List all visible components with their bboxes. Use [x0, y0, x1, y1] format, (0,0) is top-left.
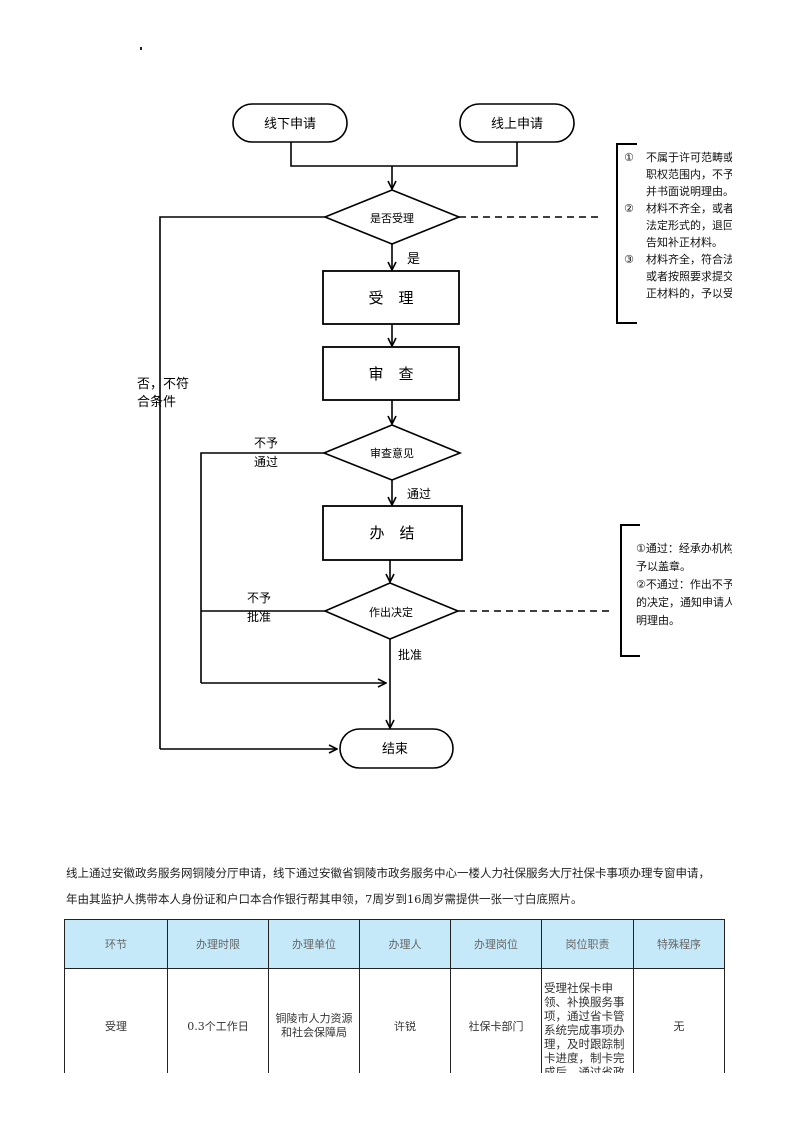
label-not-approve-line1: 不予	[247, 591, 271, 605]
cell-unit: 铜陵市人力资源和社会保障局	[268, 968, 360, 1073]
reject-connector	[159, 216, 337, 749]
table-header-row: 环节 办理时限 办理单位 办理人 办理岗位 岗位职责 特殊程序	[64, 919, 725, 969]
cell-text: 无	[673, 1020, 685, 1033]
note-line: 职权范围内，不予	[646, 168, 732, 181]
flowchart: 线下申请 线上申请 是否受理 是 受 理 审 查	[137, 103, 640, 769]
cell-post: 社保卡部门	[450, 968, 542, 1073]
label-not-pass-line1: 不予	[254, 436, 278, 450]
start-offline-label: 线下申请	[264, 117, 316, 132]
label-not-pass-line2: 通过	[254, 455, 278, 469]
intro-line: 年由其监护人携带本人身份证和户口本合作银行帮其申领，7周岁到16周岁需提供一张一…	[66, 892, 583, 906]
header-time-limit: 办理时限	[167, 919, 269, 969]
note-line: ①通过：经承办机构	[636, 542, 732, 555]
header-handler: 办理人	[359, 919, 451, 969]
intro-line: 线上通过安徽政务服务网铜陵分厅申请，线下通过安徽省铜陵市政务服务中心一楼人力社保…	[66, 866, 710, 880]
note-line: 予以盖章。	[636, 560, 691, 573]
note-line: 明理由。	[636, 614, 680, 627]
cell-special: 无	[633, 968, 725, 1073]
label-yes: 是	[407, 252, 420, 267]
step-handle-box: 办 结	[322, 505, 463, 561]
table-row: 受理 0.3个工作日 铜陵市人力资源和社会保障局 许锐 社保卡部门 受理社保卡申…	[64, 968, 725, 1073]
cell-text: 许锐	[394, 1020, 416, 1033]
note-accept-item: ③ 材料齐全，符合法 或者按照要求提交 正材料的，予以受	[624, 251, 732, 302]
cell-text: 0.3个工作日	[187, 1020, 249, 1033]
procedure-table: 环节 办理时限 办理单位 办理人 办理岗位 岗位职责 特殊程序 受理 0.3个工…	[64, 919, 725, 1073]
cell-text: 社保卡部门	[468, 1020, 524, 1033]
note-number: ③	[624, 253, 634, 266]
note-accept: ① 不属于许可范畴或 职权范围内，不予 并书面说明理由。 ② 材料不齐全，或者 …	[624, 149, 732, 302]
note-line: 材料不齐全，或者	[646, 202, 732, 215]
intro-paragraph: 线上通过安徽政务服务网铜陵分厅申请，线下通过安徽省铜陵市政务服务中心一楼人力社保…	[66, 860, 793, 912]
decision-review-diamond: 审查意见	[321, 424, 463, 481]
note-line: 材料齐全，符合法	[646, 253, 732, 266]
step-accept-label: 受 理	[368, 289, 413, 307]
note-number: ①	[624, 151, 634, 164]
label-not-approve-line2: 批准	[247, 609, 271, 624]
note-decision-bracket	[620, 524, 640, 657]
decision-accept-diamond: 是否受理	[322, 189, 462, 245]
end-terminal: 结束	[339, 728, 454, 769]
stray-mark	[140, 47, 142, 50]
label-pass: 通过	[407, 487, 431, 501]
note-decision: ①通过：经承办机构 予以盖章。 ②不通过：作出不予 的决定，通知申请人 明理由。	[636, 540, 732, 630]
cell-duty: 受理社保卡申领、补换服务事项，通过省卡管系统完成事项办理，及时跟踪制卡进度，制卡…	[541, 968, 634, 1073]
decision-accept-label: 是否受理	[370, 212, 414, 225]
note-accept-item: ① 不属于许可范畴或 职权范围内，不予 并书面说明理由。	[624, 149, 732, 200]
step-review-label: 审 查	[368, 365, 413, 383]
procedure-table-wrapper: 环节 办理时限 办理单位 办理人 办理岗位 岗位职责 特殊程序 受理 0.3个工…	[64, 919, 726, 1073]
end-label: 结束	[382, 742, 408, 757]
cell-stage: 受理	[64, 968, 168, 1073]
header-unit: 办理单位	[268, 919, 360, 969]
cell-handler: 许锐	[359, 968, 451, 1073]
decision-final-diamond: 作出决定	[322, 582, 461, 640]
header-stage: 环节	[64, 919, 168, 969]
start-offline-terminal: 线下申请	[232, 103, 348, 143]
label-approve: 批准	[398, 647, 422, 662]
decision-review-label: 审查意见	[370, 446, 414, 460]
step-review-box: 审 查	[322, 346, 460, 401]
cell-text: 铜陵市人力资源和社会保障局	[275, 1012, 353, 1039]
header-special: 特殊程序	[633, 919, 725, 969]
header-duty: 岗位职责	[541, 919, 634, 969]
decision-final-label: 作出决定	[369, 605, 413, 619]
note-line: 告知补正材料。	[646, 236, 723, 249]
note-line: 法定形式的，退回	[646, 219, 732, 232]
note-line: 或者按照要求提交	[646, 270, 732, 283]
not-pass-connector	[200, 452, 386, 683]
start-online-label: 线上申请	[491, 117, 543, 132]
merge-connector	[290, 142, 518, 189]
start-online-terminal: 线上申请	[459, 103, 575, 143]
note-accept-bracket	[616, 143, 637, 324]
note-line: ②不通过：作出不予	[636, 578, 732, 591]
cell-time-limit: 0.3个工作日	[167, 968, 269, 1073]
label-reject-line2: 合条件	[137, 394, 176, 410]
note-accept-item: ② 材料不齐全，或者 法定形式的，退回 告知补正材料。	[624, 200, 732, 251]
note-line: 并书面说明理由。	[646, 185, 732, 198]
step-handle-label: 办 结	[369, 524, 414, 542]
note-line: 正材料的，予以受	[646, 287, 732, 300]
note-line: 不属于许可范畴或	[646, 151, 732, 164]
note-number: ②	[624, 202, 634, 215]
note-line: 的决定，通知申请人	[636, 596, 732, 609]
step-accept-box: 受 理	[322, 270, 460, 325]
label-reject-line1: 否，不符	[137, 376, 189, 392]
cell-text: 受理	[105, 1020, 127, 1033]
header-post: 办理岗位	[450, 919, 542, 969]
